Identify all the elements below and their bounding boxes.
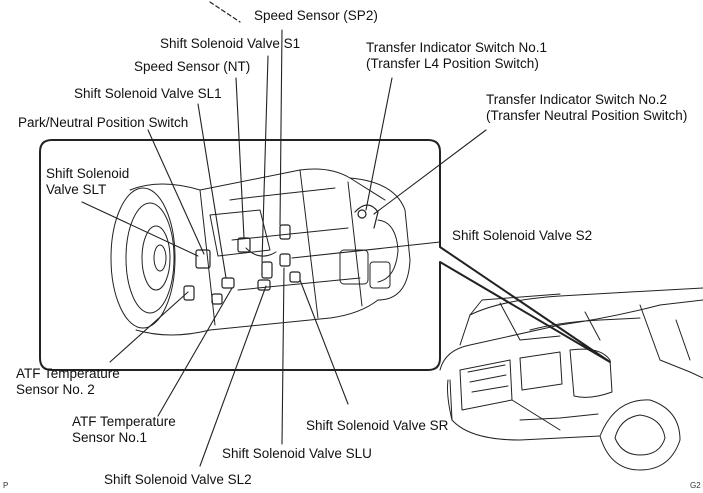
- label-shift-solenoid-s2: Shift Solenoid Valve S2: [452, 228, 593, 243]
- corner-mark-left: P: [3, 481, 9, 490]
- label-shift-solenoid-slt: Shift Solenoid Valve SLT: [46, 166, 130, 197]
- label-shift-solenoid-s1: Shift Solenoid Valve S1: [160, 36, 301, 51]
- label-shift-solenoid-sl2: Shift Solenoid Valve SL2: [104, 472, 252, 487]
- component-parts: [183, 204, 379, 305]
- callout-frame: [39, 139, 611, 371]
- label-atf-temp-sensor-1: ATF Temperature Sensor No.1: [72, 414, 176, 445]
- label-speed-sensor-sp2: Speed Sensor (SP2): [254, 8, 378, 23]
- label-atf-temp-sensor-2: ATF Temperature Sensor No. 2: [16, 366, 120, 397]
- transmission-assembly: [110, 168, 411, 336]
- label-shift-solenoid-slu: Shift Solenoid Valve SLU: [222, 446, 372, 461]
- label-speed-sensor-nt: Speed Sensor (NT): [134, 59, 251, 74]
- label-transfer-switch-1: Transfer Indicator Switch No.1 (Transfer…: [366, 40, 548, 71]
- vehicle-sketch: [439, 287, 703, 471]
- label-park-neutral-switch: Park/Neutral Position Switch: [18, 115, 189, 130]
- top-dashed-leader: [209, 1, 241, 23]
- label-shift-solenoid-sr: Shift Solenoid Valve SR: [306, 418, 449, 433]
- label-shift-solenoid-sl1: Shift Solenoid Valve SL1: [74, 86, 222, 101]
- label-transfer-switch-2: Transfer Indicator Switch No.2 (Transfer…: [486, 92, 688, 123]
- leader-lines: [81, 29, 487, 467]
- corner-mark-right: G2: [690, 481, 701, 490]
